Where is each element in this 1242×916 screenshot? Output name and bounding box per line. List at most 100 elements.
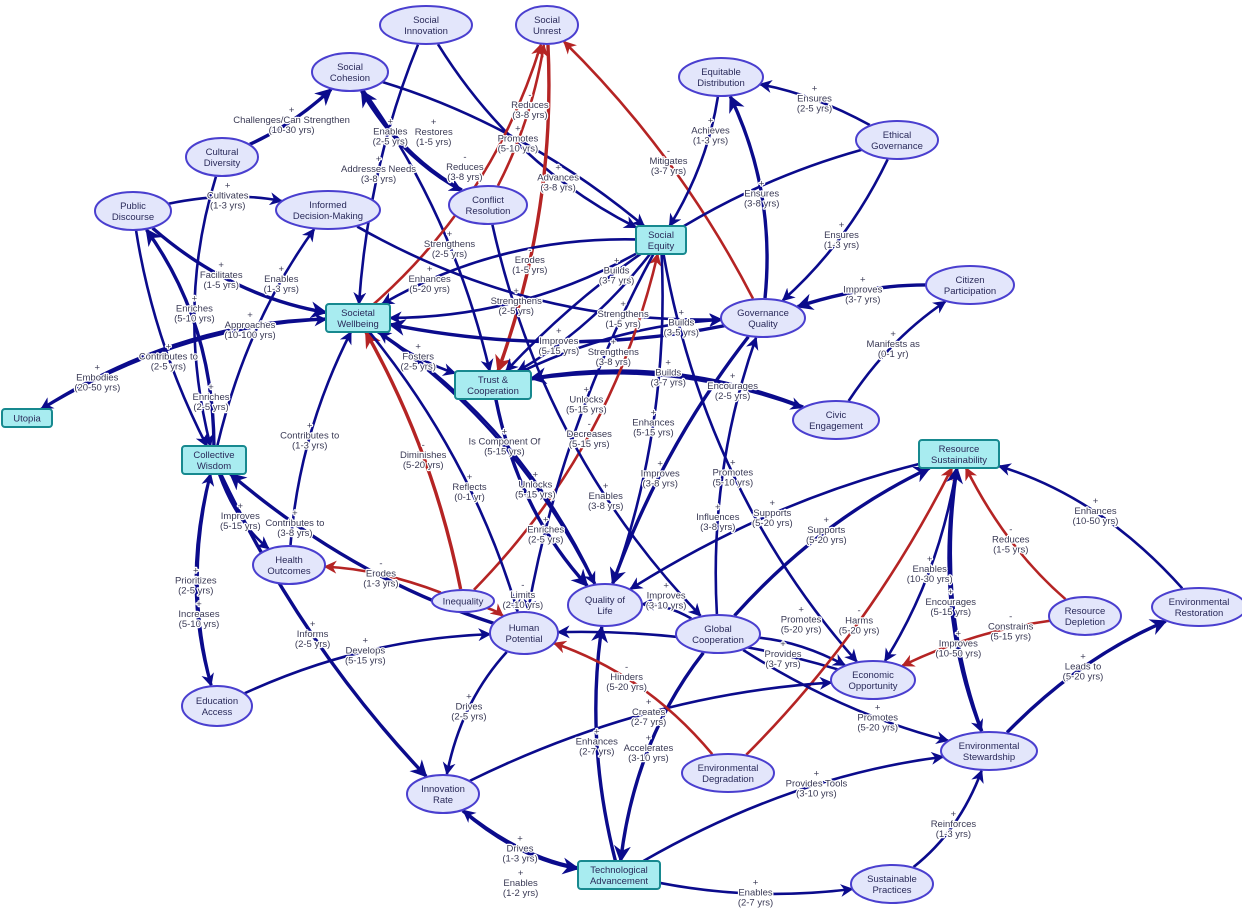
edge-conflict_resolution-to-social_cohesion: [360, 89, 463, 192]
edge-environmental_stewardship-to-resource_sustainability: [946, 466, 984, 732]
edge-delay: (1-5 yrs): [204, 280, 239, 291]
edge-sustainable_practices-to-environmental_stewardship: [912, 769, 984, 869]
edge-verb: Improves: [221, 511, 260, 522]
edge-label: +Addresses Needs(3-8 yrs): [340, 153, 418, 187]
edge-social_equity-to-quality_of_life: [610, 253, 664, 585]
edge-cultural_diversity-to-collective_wisdom: [192, 176, 218, 448]
edge-trust_cooperation-to-quality_of_life: [494, 398, 589, 587]
edge-verb: Reduces: [446, 162, 484, 173]
node-box: [181, 445, 247, 475]
edge-verb: Fosters: [402, 351, 434, 362]
edge-delay: (5-20 yrs): [857, 722, 898, 733]
edge-sign: +: [193, 566, 199, 577]
node-ellipse: [678, 57, 764, 97]
edge-delay: (2-5 yrs): [401, 361, 436, 372]
edge-delay: (5-15 yrs): [220, 521, 261, 532]
edge-education_access-to-collective_wisdom: [196, 472, 215, 686]
edge-label: +Enables(1-2 yrs): [502, 867, 540, 901]
edge-sign: +: [292, 508, 298, 519]
edge-technological_advancement-to-innovation_rate: [462, 809, 579, 869]
node-trust-cooperation[interactable]: Trust &Cooperation: [454, 370, 532, 400]
edge-delay: (5-20 yrs): [606, 682, 647, 693]
edge-sign: +: [95, 363, 101, 374]
edge-delay: (3-10 yrs): [796, 789, 837, 800]
edge-verb: Ensures: [797, 94, 832, 105]
node-utopia[interactable]: Utopia: [1, 408, 53, 428]
edge-verb: Drives: [455, 702, 482, 713]
edge-label: +Approaches(10-100 yrs): [223, 309, 277, 343]
node-ellipse: [311, 52, 389, 92]
edge-delay: (5-10 yrs): [174, 313, 215, 324]
edge-label: +Leads to(5-20 yrs): [1061, 650, 1104, 684]
edge-label: -Harms(5-20 yrs): [838, 604, 881, 638]
edge-label: +Is Component Of(5-15 yrs): [467, 425, 542, 459]
node-ellipse: [185, 137, 259, 177]
edge-label: +Enhances(5-20 yrs): [407, 263, 452, 297]
node-ellipse: [489, 611, 559, 655]
edge-verb: Strengthens: [597, 309, 648, 320]
edge-verb: Ensures: [744, 188, 779, 199]
edge-delay: (10-30 yrs): [269, 125, 315, 136]
edge-label: +Builds(3-7 yrs): [649, 356, 687, 390]
edge-sign: +: [956, 629, 962, 640]
edge-social_unrest-to-trust_cooperation: [495, 44, 551, 373]
edge-sign: +: [192, 293, 198, 304]
edge-sign: +: [824, 515, 830, 526]
edge-label: +Improves(5-15 yrs): [537, 325, 580, 359]
edge-verb: Improves: [647, 591, 686, 602]
edge-sign: +: [310, 619, 316, 630]
edge-environmental_degradation-to-human_potential: [552, 640, 714, 756]
edge-verb: Achieves: [691, 126, 730, 137]
edge-global_cooperation-to-economic_opportunity: [759, 636, 847, 667]
edge-label: +Enables(1-3 yrs): [262, 263, 300, 297]
edge-verb: Reduces: [511, 100, 549, 111]
edge-verb: Is Component Of: [468, 436, 540, 447]
edge-sign: +: [196, 599, 202, 610]
edge-label: +Facilitates(1-5 yrs): [199, 259, 245, 293]
edge-verb: Supports: [753, 508, 791, 519]
edge-delay: (3-8 yrs): [700, 522, 735, 533]
node-ellipse: [379, 5, 473, 45]
edge-delay: (5-20 yrs): [1063, 671, 1104, 682]
node-inequality[interactable]: Inequality: [431, 589, 495, 613]
edge-sign: +: [467, 472, 473, 483]
edge-verb: Enhances: [1074, 506, 1117, 517]
edge-sign: +: [289, 105, 295, 116]
edge-verb: Drives: [507, 843, 534, 854]
node-ellipse: [406, 774, 480, 814]
edge-delay: (3-7 yrs): [651, 378, 686, 389]
edge-delay: (2-5 yrs): [499, 306, 534, 317]
edge-verb: Accelerates: [624, 743, 674, 754]
edge-sign: +: [515, 124, 521, 135]
